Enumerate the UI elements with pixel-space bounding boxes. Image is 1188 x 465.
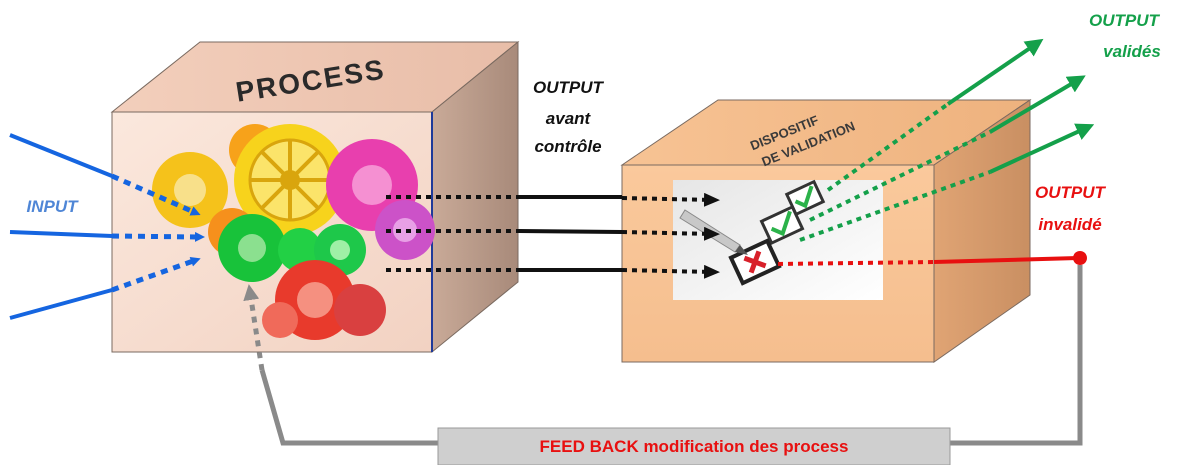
validated-outputs: OUTPUT validés bbox=[799, 11, 1161, 242]
feedback-loop: FEED BACK modification des process bbox=[243, 265, 1083, 465]
feedback-box bbox=[437, 427, 951, 465]
input-arrow-mid bbox=[111, 231, 205, 242]
connector-solid-2 bbox=[517, 229, 623, 234]
output-before-line2: avant bbox=[546, 109, 592, 128]
green-arrow-1 bbox=[946, 38, 1044, 106]
input-label: INPUT bbox=[27, 197, 80, 216]
input-line-mid bbox=[9, 230, 113, 238]
output-valid-line2: validés bbox=[1103, 42, 1161, 61]
output-before-line1: OUTPUT bbox=[533, 78, 605, 97]
red-solid bbox=[933, 256, 1079, 264]
green-arrow-3 bbox=[989, 123, 1095, 174]
green-dotted-1 bbox=[826, 102, 950, 192]
feedback-arrow bbox=[243, 284, 265, 371]
checkbox-checked-1 bbox=[784, 179, 826, 217]
input-line-top bbox=[9, 133, 113, 178]
checkbox-checked-2 bbox=[759, 204, 805, 246]
output-before-line3: contrôle bbox=[534, 137, 601, 156]
output-invalid-line1: OUTPUT bbox=[1035, 183, 1107, 202]
input-arrows: INPUT bbox=[9, 133, 205, 320]
green-dotted-2 bbox=[809, 130, 991, 222]
gears-illustration bbox=[152, 124, 435, 340]
output-before-label: OUTPUT avant contrôle bbox=[533, 78, 605, 156]
output-invalid-line2: invalidé bbox=[1038, 215, 1101, 234]
checkbox-rejected bbox=[728, 238, 782, 286]
input-line-bottom bbox=[9, 288, 113, 320]
output-connectors bbox=[386, 192, 720, 279]
feedback-label: FEED BACK modification des process bbox=[540, 437, 849, 456]
red-endpoint bbox=[1073, 251, 1087, 265]
green-dotted-3 bbox=[799, 170, 991, 242]
output-valid-line1: OUTPUT bbox=[1089, 11, 1161, 30]
input-arrow-bottom bbox=[111, 256, 201, 293]
green-arrow-2 bbox=[988, 75, 1086, 134]
red-dotted bbox=[777, 260, 935, 266]
input-arrow-top bbox=[110, 173, 201, 216]
invalid-output: OUTPUT invalidé bbox=[777, 183, 1107, 266]
